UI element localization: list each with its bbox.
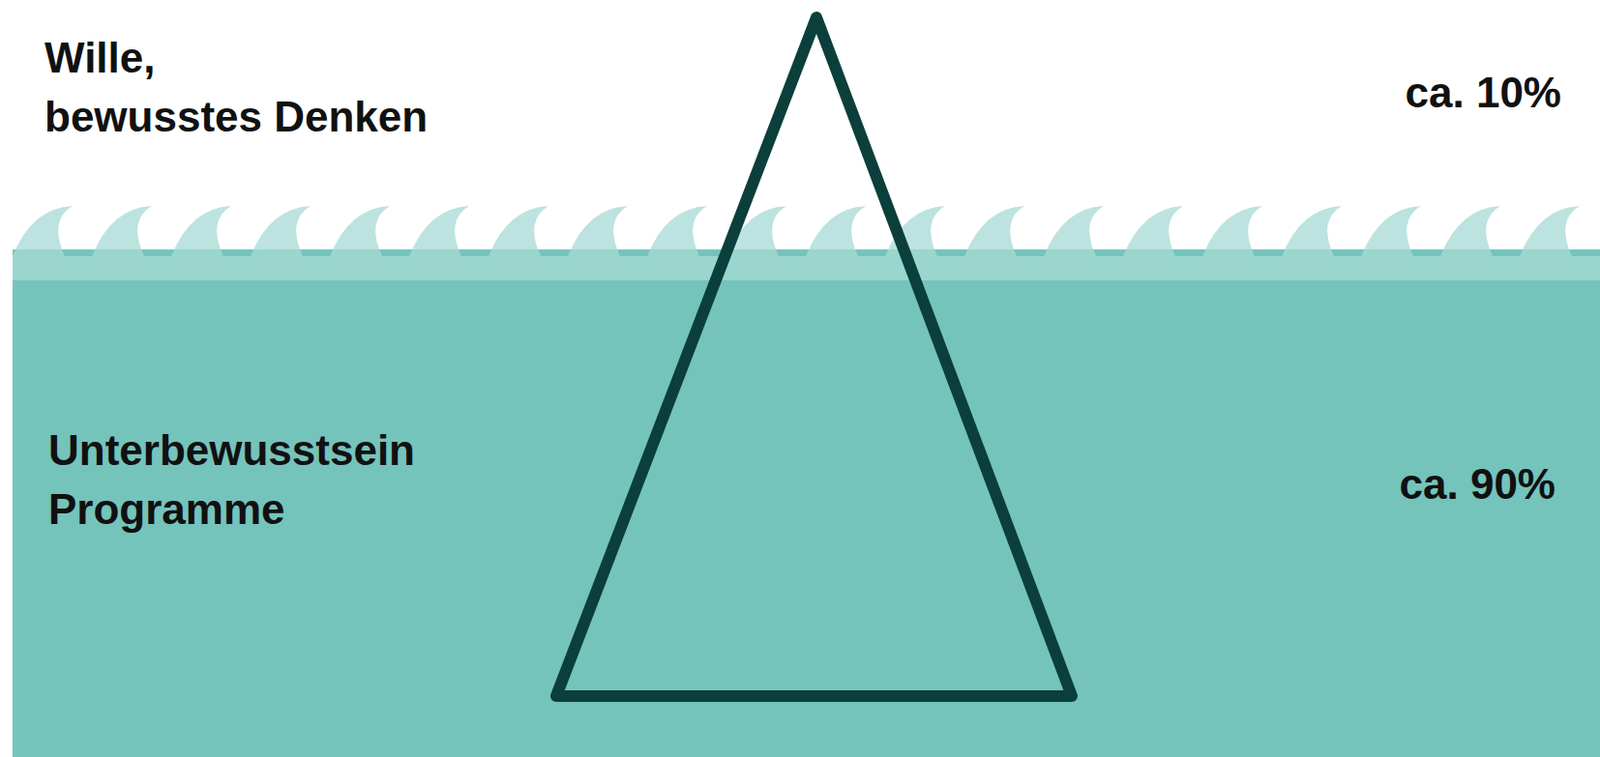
subconscious-label: Unterbewusstsein Programme: [48, 420, 415, 539]
text-line: Programme: [48, 479, 415, 539]
percent-label: ca. 90%: [1399, 454, 1556, 514]
iceberg-triangle: [556, 17, 1072, 697]
text-line: Unterbewusstsein: [48, 420, 415, 480]
conscious-label: Wille, bewusstes Denken: [44, 28, 428, 147]
water: [12, 249, 1600, 757]
text-line: ca. 90%: [1399, 454, 1556, 514]
text-line: ca. 10%: [1405, 62, 1562, 122]
percent-label: ca. 10%: [1405, 62, 1562, 122]
waves: [12, 198, 1600, 281]
text-line: bewusstes Denken: [44, 87, 428, 147]
text-line: Wille,: [44, 28, 428, 88]
